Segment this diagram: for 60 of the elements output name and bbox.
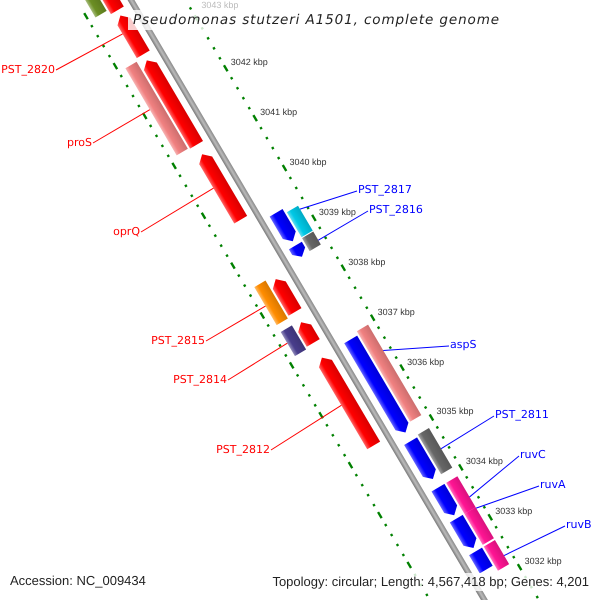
gene-feature <box>298 322 320 347</box>
tick-label: 3039 kbp <box>318 206 356 217</box>
gene-label: PST_2820 <box>1 63 55 77</box>
tick-label: 3032 kbp <box>524 556 562 566</box>
leader-line <box>476 486 540 509</box>
leader-line <box>56 33 124 70</box>
leader-line <box>382 346 450 351</box>
leader-line <box>440 416 494 450</box>
tick-label: 3036 kbp <box>407 356 444 367</box>
tick-label: 3037 kbp <box>378 306 415 317</box>
gene-bar <box>484 540 510 571</box>
leader-line <box>92 109 150 144</box>
tick-label: 3042 kbp <box>230 57 268 68</box>
tick-label: 3038 kbp <box>348 256 386 267</box>
gene-feature <box>272 279 302 316</box>
gene-label: PST_2816 <box>369 203 423 217</box>
leader-line <box>504 526 566 556</box>
gene-bar <box>418 428 452 474</box>
gene-label: PST_2817 <box>358 183 412 197</box>
gene-feature <box>144 60 203 149</box>
leader-line <box>270 404 342 450</box>
gene-label: aspS <box>450 338 476 352</box>
tick-label: 3034 kbp <box>466 456 503 466</box>
gene-bar <box>469 548 493 574</box>
gene-label: proS <box>67 136 92 150</box>
leader-line <box>469 456 520 498</box>
tick-label: 3035 kbp <box>436 406 474 416</box>
gene-feature <box>432 484 458 516</box>
leader-line <box>228 342 288 380</box>
gene-label: PST_2815 <box>151 334 205 348</box>
gene-feature <box>404 437 436 480</box>
gene-bar <box>254 280 288 326</box>
leader-line <box>318 210 368 241</box>
gene-label: oprQ <box>113 225 140 239</box>
gene-bar <box>125 62 188 156</box>
gene-bar <box>280 325 306 356</box>
gene-label: ruvB <box>566 518 592 532</box>
gene-label: PST_2812 <box>216 443 270 457</box>
accession-text: Accession: NC_009434 <box>10 573 146 589</box>
gene-bar <box>302 232 321 252</box>
tick-label: 3043 kbp <box>201 0 238 10</box>
tick-label: 3040 kbp <box>290 157 327 168</box>
tick-label: 3033 kbp <box>495 506 532 516</box>
gene-feature <box>199 154 248 224</box>
gene-bar <box>446 476 476 514</box>
gene-bar <box>286 206 313 238</box>
leader-line <box>206 306 266 342</box>
gene-feature <box>344 336 408 433</box>
gene-label: PST_2814 <box>173 373 227 387</box>
leader-line <box>140 188 214 232</box>
gene-label: PST_2811 <box>495 408 549 422</box>
gene-label: ruvC <box>520 448 546 462</box>
gene-feature <box>319 358 380 450</box>
tick-label: 3041 kbp <box>260 107 298 118</box>
gene-feature <box>270 209 296 242</box>
gene-feature <box>450 514 476 548</box>
leader-line <box>300 190 358 210</box>
gene-label: ruvA <box>540 478 566 492</box>
gene-feature <box>288 242 306 257</box>
gene-bar <box>464 507 494 545</box>
